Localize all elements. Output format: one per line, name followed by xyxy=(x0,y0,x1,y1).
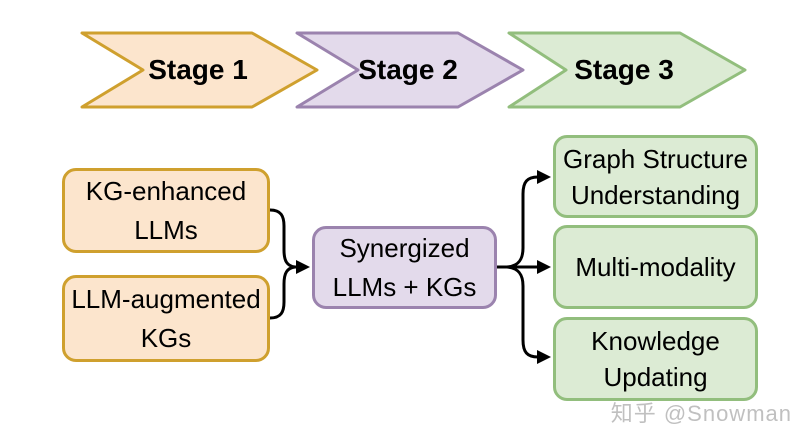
watermark-zhihu-snowman: 知乎 @Snowman xyxy=(610,401,792,426)
box-graph-structure-line2: Understanding xyxy=(570,179,741,210)
stage3-label: Stage 3 xyxy=(574,54,674,85)
box-multi-modality: Multi-modality xyxy=(553,225,758,309)
box-knowledge-updating: Knowledge Updating xyxy=(553,317,758,401)
branch-arrow-to-knowledge-updating xyxy=(505,265,551,364)
box-synergized-llms-kgs: Synergized LLMs + KGs xyxy=(312,226,497,309)
box-kg-enhanced-llms-line1: KG-enhanced xyxy=(85,176,247,206)
box-llm-augmented-kgs: LLM-augmented KGs xyxy=(62,275,270,362)
stage1-chevron xyxy=(80,31,319,109)
box-multi-modality-line1: Multi-modality xyxy=(575,252,736,282)
box-kg-enhanced-llms: KG-enhanced LLMs xyxy=(62,168,270,253)
merge-arrow-from-llm-augmented xyxy=(268,265,297,320)
box-knowledge-updating-line2: Updating xyxy=(603,362,708,392)
stage2-label: Stage 2 xyxy=(358,54,458,85)
box-llm-augmented-kgs-line2: KGs xyxy=(140,323,192,353)
merge-arrow-from-kg-enhanced xyxy=(268,208,297,269)
box-synergized-line1: Synergized xyxy=(339,233,470,263)
stage3-chevron xyxy=(507,31,747,109)
box-graph-structure-line1: Graph Structure xyxy=(563,143,748,174)
box-synergized-line2: LLMs + KGs xyxy=(332,272,477,302)
stage2-chevron xyxy=(295,31,525,109)
box-kg-enhanced-llms-line2: LLMs xyxy=(134,215,198,245)
branch-arrows xyxy=(495,170,551,364)
stage1-label: Stage 1 xyxy=(148,54,248,85)
branch-arrow-to-graph-structure xyxy=(505,170,551,269)
box-llm-augmented-kgs-line1: LLM-augmented xyxy=(71,284,261,314)
box-graph-structure-understanding: Graph Structure Understanding xyxy=(553,135,758,218)
box-knowledge-updating-line1: Knowledge xyxy=(591,326,720,356)
merge-arrow xyxy=(268,208,310,320)
